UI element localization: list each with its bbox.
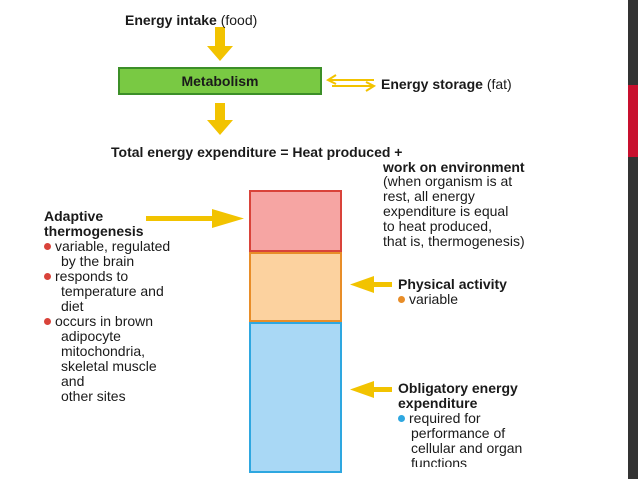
physical-title: Physical activity (398, 276, 507, 292)
total-expenditure-note: (when organism is at rest, all energy ex… (383, 174, 525, 249)
energy-storage-title: Energy storage (381, 76, 483, 92)
bullet-icon (398, 415, 405, 422)
bullet-icon (44, 243, 51, 250)
obligatory-arrow-icon (350, 381, 392, 398)
bullet-text: skeletal muscle (61, 358, 157, 374)
list-item: responds to temperature and diet (44, 269, 170, 314)
energy-intake-note: (food) (220, 12, 258, 28)
energy-storage-note: (fat) (486, 76, 512, 92)
obligatory-title-line: Obligatory energy (398, 380, 518, 396)
note-line: expenditure is equal (383, 203, 509, 219)
adaptive-arrow-icon (146, 209, 244, 228)
bullet-text: and (61, 373, 85, 389)
metabolism-box: Metabolism (118, 67, 322, 95)
slide-sidebar-accent (628, 85, 638, 157)
slide-sidebar (628, 0, 638, 479)
physical-bullets: variable (398, 292, 458, 307)
bullet-text: by the brain (61, 253, 135, 269)
energy-intake-label: Energy intake (food) (125, 13, 257, 28)
bullet-text: other sites (61, 388, 126, 404)
list-item: variable (398, 292, 458, 307)
bullet-text: required for (409, 411, 481, 426)
bullet-text: mitochondria, (61, 343, 146, 359)
bullet-icon (398, 296, 405, 303)
adaptive-thermogenesis-segment (249, 190, 342, 252)
list-item: required for performance of cellular and… (398, 411, 522, 467)
bullet-text: occurs in brown (55, 313, 154, 329)
bullet-text: responds to (55, 268, 129, 284)
expenditure-arrow-icon (207, 103, 233, 135)
list-item: variable, regulated by the brain (44, 239, 170, 269)
energy-storage-label: Energy storage (fat) (381, 77, 512, 92)
obligatory-title: Obligatory energy expenditure (398, 381, 518, 411)
bullet-text: performance of (411, 425, 506, 441)
bullet-text: temperature and (61, 283, 164, 299)
obligatory-expenditure-segment (249, 322, 342, 473)
bullet-text: cellular and organ (411, 440, 523, 456)
total-expenditure-label: Total energy expenditure = Heat produced… (111, 144, 403, 160)
note-line: (when organism is at (383, 173, 513, 189)
bullet-text: variable (409, 291, 459, 307)
physical-arrow-icon (350, 276, 392, 293)
bullet-text: variable, regulated (55, 238, 171, 254)
bullet-text: functions (411, 455, 468, 468)
bullet-icon (44, 318, 51, 325)
total-expenditure-line2: work on environment (383, 159, 525, 175)
note-line: rest, all energy (383, 188, 475, 204)
bullet-icon (44, 273, 51, 280)
list-item: occurs in brown adipocyte mitochondria, … (44, 314, 170, 404)
bullet-text: adipocyte (61, 328, 121, 344)
bullet-text: diet (61, 298, 84, 314)
adaptive-bullets: variable, regulated by the brain respond… (44, 239, 170, 404)
obligatory-bullets: required for performance of cellular and… (398, 411, 522, 467)
obligatory-title-line: expenditure (398, 395, 478, 411)
adaptive-title: Adaptive thermogenesis (44, 209, 144, 239)
adaptive-title-line: Adaptive (44, 208, 104, 224)
storage-double-arrow-icon (325, 74, 377, 92)
note-line: to heat produced, (383, 218, 492, 234)
energy-intake-title: Energy intake (125, 12, 217, 28)
intake-arrow-icon (207, 27, 233, 61)
adaptive-title-line: thermogenesis (44, 223, 144, 239)
physical-activity-segment (249, 252, 342, 322)
metabolism-label: Metabolism (181, 73, 259, 89)
note-line: that is, thermogenesis) (383, 233, 525, 249)
